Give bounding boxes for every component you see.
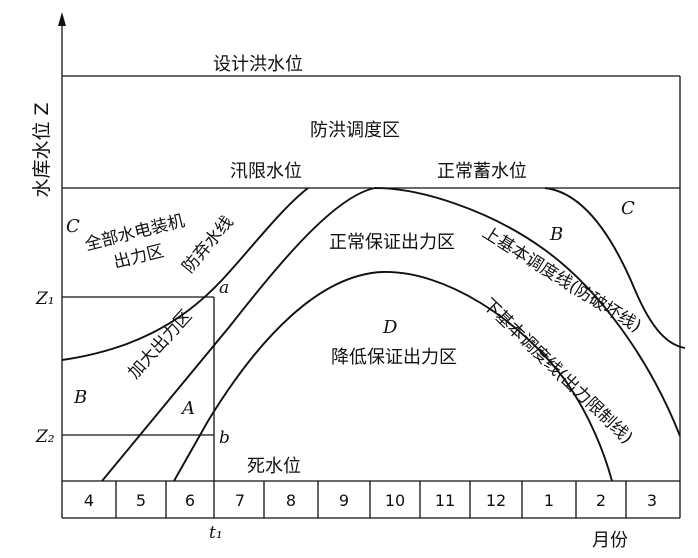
zone-c-left-letter: C [66,216,80,237]
zone-b-right-letter: B [549,224,563,245]
flood-limit-level-label: 汛限水位 [230,161,302,182]
month-label: 3 [647,491,657,510]
zone-c-right-letter: C [621,198,635,219]
spill-prevention-line-label: 防弃水线 [179,212,238,277]
month-label: 2 [596,491,606,510]
design-flood-level-label: 设计洪水位 [213,54,303,75]
month-label: 11 [435,491,455,510]
month-label: 12 [486,491,506,510]
y-axis-arrow [58,12,66,26]
month-label: 1 [544,491,554,510]
reduced-output-zone-label: 降低保证出力区 [331,347,457,368]
z1-label: Z₁ [35,289,55,309]
zone-d-letter: D [382,317,398,338]
y-axis-label: 水库水位 Z [31,102,53,197]
dead-level-label: 死水位 [247,456,301,477]
month-dividers [115,481,627,518]
upper-right-boundary-curve [544,187,686,349]
month-label: 7 [235,491,245,510]
month-label: 9 [339,491,349,510]
point-a-label: a [219,278,229,298]
flood-control-zone-label: 防洪调度区 [310,120,400,141]
month-label: 6 [185,491,195,510]
month-label: 5 [136,491,146,510]
point-b-label: b [219,428,230,448]
zone-b-left-letter: B [73,387,87,408]
zone-a-letter: A [180,398,195,419]
month-label: 10 [385,491,405,510]
increased-output-zone-label: 加大出力区 [124,306,196,383]
normal-output-zone-label: 正常保证出力区 [329,232,455,253]
x-axis-unit-label: 月份 [592,530,628,551]
upper-basic-dispatch-line [101,187,681,482]
t1-label: t₁ [209,523,223,543]
month-label: 8 [286,491,296,510]
month-label: 4 [84,491,94,510]
normal-storage-level-label: 正常蓄水位 [437,161,527,182]
spill-prevention-line [61,187,309,361]
lower-basic-dispatch-line [173,271,613,482]
z2-label: Z₂ [35,427,55,447]
